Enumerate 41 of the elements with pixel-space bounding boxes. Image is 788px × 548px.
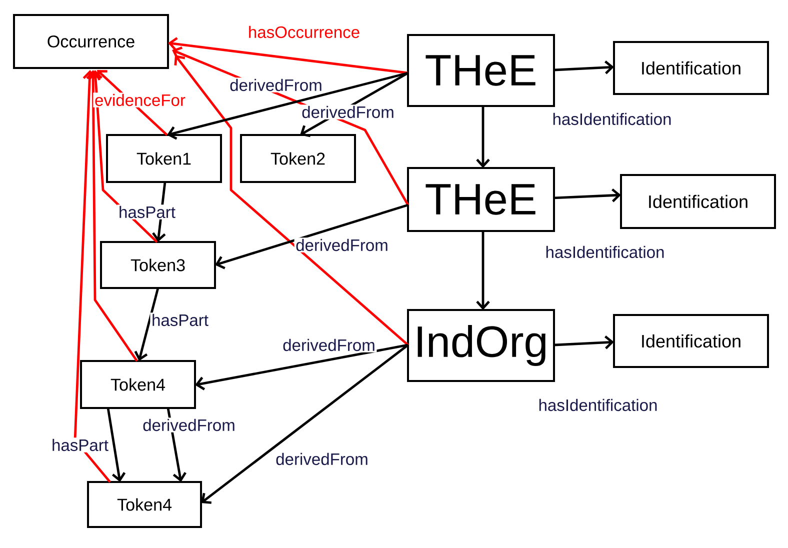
arrow [554, 336, 614, 350]
arrow [174, 55, 409, 346]
arrow [201, 344, 409, 504]
arrow [215, 204, 408, 270]
class-box: Token4 [87, 481, 202, 528]
arrow [476, 230, 490, 310]
edge-label: hasPart [150, 312, 210, 328]
edge-label: hasPart [50, 438, 110, 452]
edge-label: derivedFrom [228, 78, 324, 92]
class-box: THeE [407, 34, 555, 107]
edge-label: evidenceFor [93, 92, 187, 108]
class-box: Token3 [100, 241, 216, 289]
arrow [74, 70, 111, 483]
edge-label: derivedFrom [294, 238, 390, 252]
class-box: Token1 [106, 134, 222, 183]
arrow [106, 408, 126, 482]
arrow [554, 188, 621, 202]
class-box: Identification [613, 41, 769, 95]
class-box: Token2 [240, 134, 356, 183]
arrow [476, 106, 490, 168]
arrow [195, 344, 408, 390]
edge-label: hasPart [117, 204, 177, 220]
class-box: Identification [613, 314, 769, 368]
class-box: Occurrence [13, 14, 169, 69]
class-box: Token4 [80, 360, 196, 409]
edge-label: hasIdentification [544, 244, 666, 260]
class-box: Identification [620, 174, 776, 229]
arrow [86, 70, 138, 362]
edge-label: hasIdentification [550, 112, 674, 126]
class-box: THeE [407, 166, 555, 232]
edge-label: derivedFrom [281, 338, 377, 352]
arrow [134, 288, 160, 361]
arrow [554, 60, 614, 74]
arrow [168, 37, 408, 74]
edge-label: hasOccurrence [246, 24, 362, 40]
class-box: IndOrg [407, 308, 555, 382]
edge-label: hasIdentification [536, 398, 660, 412]
edge-label: derivedFrom [274, 452, 370, 466]
edge-label: derivedFrom [300, 104, 396, 120]
arrow [167, 72, 408, 140]
edge-label: derivedFrom [141, 418, 237, 432]
